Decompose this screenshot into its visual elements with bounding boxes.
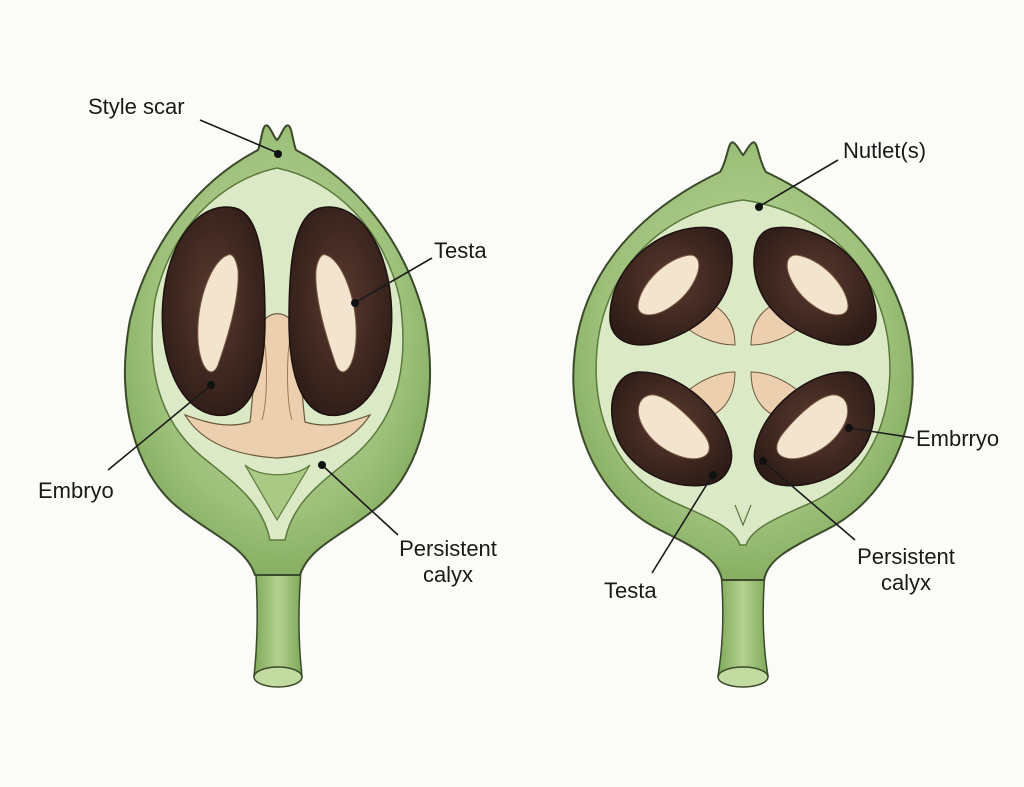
right-label-persistent-calyx-line1: Persistent	[857, 544, 955, 569]
left-calyx-wedge	[244, 464, 311, 522]
right-label-persistent-calyx: Persistent calyx	[846, 544, 966, 596]
right-fruit	[572, 141, 914, 688]
left-label-persistent-calyx-line1: Persistent	[399, 536, 497, 561]
right-label-testa: Testa	[604, 578, 657, 603]
right-stalk-end	[717, 666, 769, 688]
left-label-testa: Testa	[434, 238, 487, 263]
right-label-nutlets: Nutlet(s)	[843, 138, 927, 163]
right-label-embryo: Embrryo	[916, 426, 1000, 451]
left-stalk-end	[253, 666, 303, 688]
left-label-style-scar: Style scar	[88, 94, 185, 119]
right-label-persistent-calyx-line2: calyx	[880, 570, 932, 595]
left-fruit	[124, 124, 431, 688]
left-label-persistent-calyx: Persistent calyx	[388, 536, 508, 588]
left-embryo-1	[197, 254, 239, 373]
left-label-persistent-calyx-line2: calyx	[422, 562, 474, 587]
leader-lines	[107, 119, 915, 574]
left-stalk	[253, 559, 303, 677]
left-embryo-2	[315, 254, 357, 373]
left-label-embryo: Embryo	[38, 478, 114, 503]
